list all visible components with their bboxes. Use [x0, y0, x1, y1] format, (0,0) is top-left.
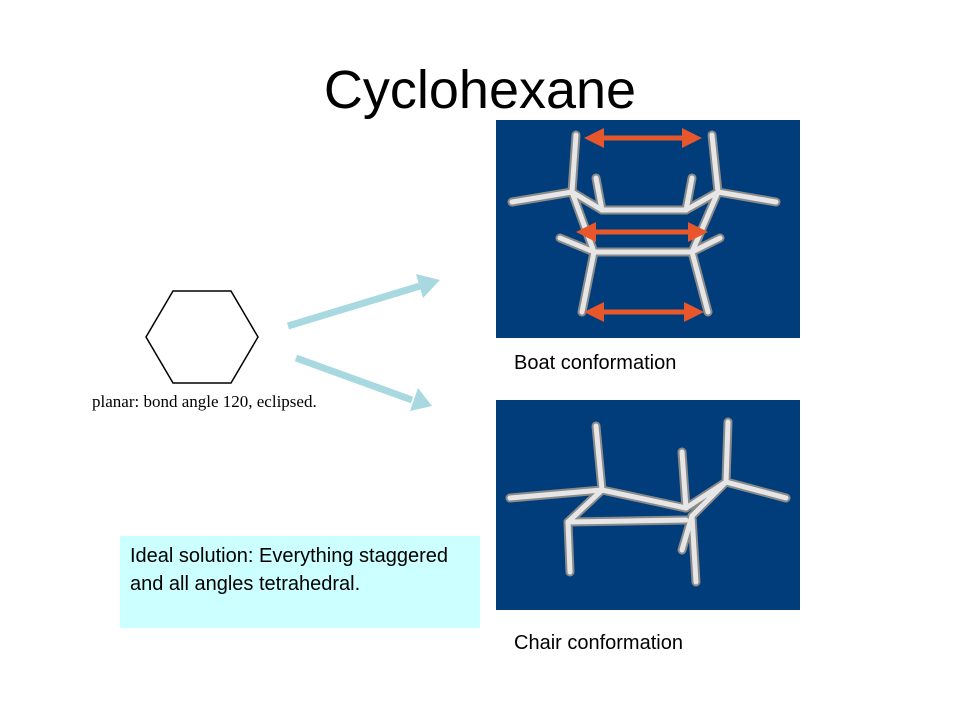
slide-title: Cyclohexane — [323, 60, 637, 120]
planar-hexagon — [140, 285, 264, 389]
boat-label: Boat conformation — [514, 352, 677, 374]
conformation-arrows — [280, 270, 450, 420]
planar-caption: planar: bond angle 120, eclipsed. — [92, 392, 317, 411]
chair-label: Chair conformation — [514, 632, 683, 654]
ideal-solution-note: Ideal solution: Everything staggered and… — [120, 536, 480, 628]
boat-conformation-image — [496, 120, 800, 338]
chair-conformation-image — [496, 400, 800, 610]
